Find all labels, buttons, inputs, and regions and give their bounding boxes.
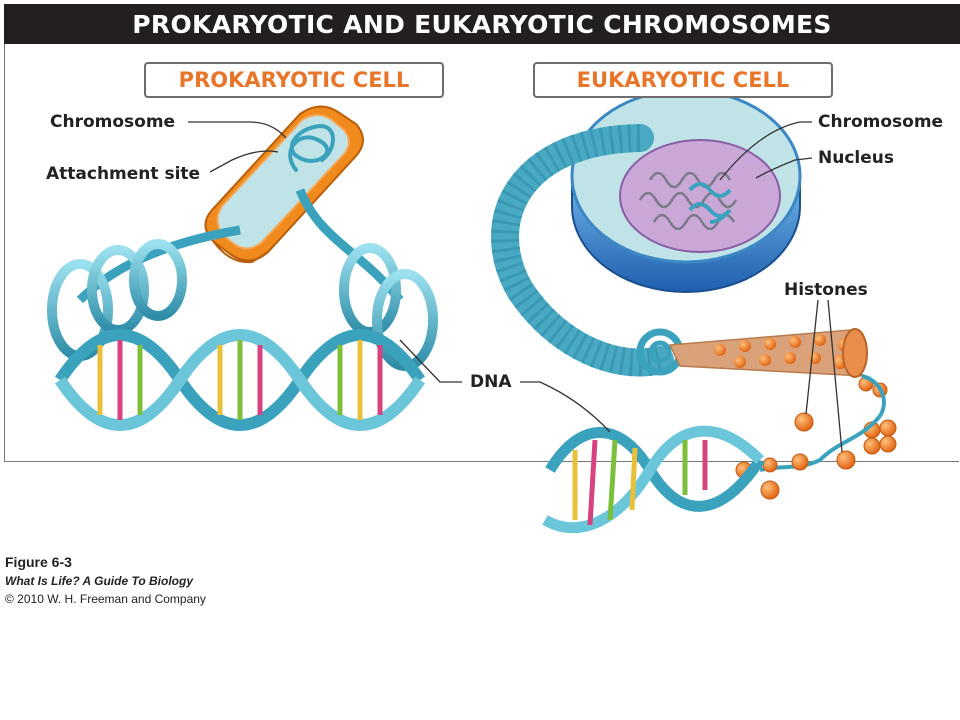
eukaryotic-nucleus [570,88,802,293]
eukaryotic-cell-heading: EUKARYOTIC CELL [533,62,833,98]
book-title: What Is Life? A Guide To Biology [5,574,193,588]
prokaryotic-chromosome [288,123,335,172]
eukaryotic-chromosome [688,182,732,224]
prokaryotic-cell-heading: PROKARYOTIC CELL [144,62,444,98]
figure-frame [4,44,959,462]
prokaryotic-double-helix [55,329,425,431]
eukaryotic-double-helix [542,425,765,534]
histones-label: Histones [784,280,868,300]
eukaryotic-chromosome-label: Chromosome [818,112,944,132]
copyright-notice: © 2010 W. H. Freeman and Company [5,592,206,606]
nucleosome-cluster [858,376,897,455]
figure-title: PROKARYOTIC AND EUKARYOTIC CHROMOSOMES [4,4,960,44]
histone-beads [735,412,856,500]
dna-label: DNA [470,372,512,392]
prokaryotic-chromosome-label: Chromosome [50,112,176,132]
attachment-site-label: Attachment site [46,164,201,184]
figure-number: Figure 6-3 [5,554,72,570]
beads-on-string [759,414,882,472]
nucleus-label: Nucleus [818,148,894,168]
prokaryotic-illustration [47,105,438,431]
callout-leaders [188,121,843,453]
